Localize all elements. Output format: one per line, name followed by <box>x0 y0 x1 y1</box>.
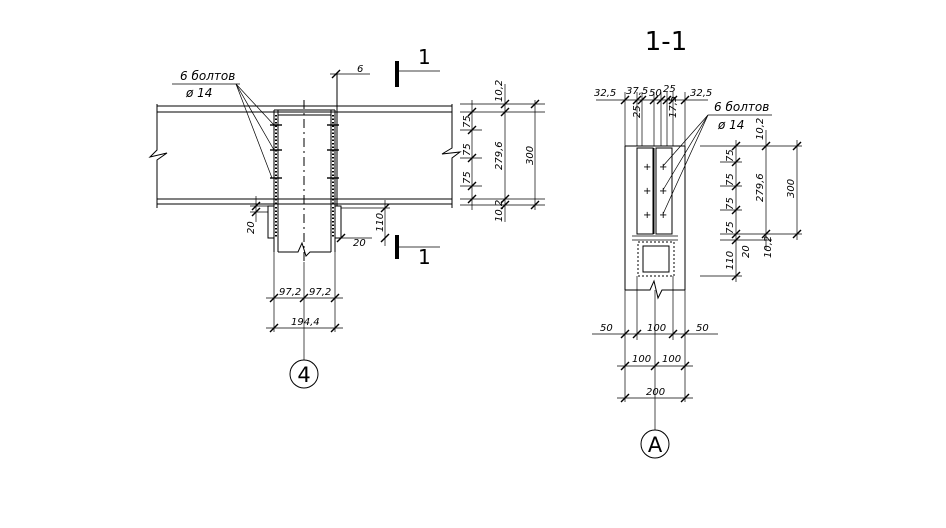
axis-bubble-left <box>289 359 319 389</box>
dim-stiff-20-right: 20 <box>353 238 366 249</box>
dim-r-75-b: 75 <box>725 173 736 186</box>
dim-r-20: 20 <box>741 245 752 258</box>
dim-r-75-d: 75 <box>725 221 736 234</box>
stiffener-section <box>637 241 675 277</box>
dim-r-110: 110 <box>725 251 736 270</box>
dim-b-50-a: 50 <box>600 323 613 334</box>
break-line-left <box>148 104 168 208</box>
right-view: 1-1 + + + + + + <box>592 27 802 459</box>
axis-label-right: А <box>648 433 663 457</box>
end-plate-right <box>655 147 673 235</box>
dim-r-279-6: 279,6 <box>755 173 766 202</box>
dim-r-75-a: 75 <box>725 149 736 162</box>
dim-75-a: 75 <box>462 115 473 128</box>
dim-r-75-c: 75 <box>725 197 736 210</box>
end-plate-left <box>636 147 654 235</box>
dim-r-10-2-top: 10,2 <box>755 118 766 140</box>
dim-75-c: 75 <box>462 171 473 184</box>
bolts-right-diameter: ø 14 <box>717 118 744 132</box>
dim-97-2-a: 97,2 <box>279 287 301 298</box>
axis-label-left: 4 <box>297 363 310 387</box>
svg-text:+: + <box>643 162 651 173</box>
svg-text:+: + <box>643 210 651 221</box>
dim-gap-top: 6 <box>357 64 363 75</box>
section-title: 1-1 <box>645 27 687 57</box>
dim-stiff-110: 110 <box>375 213 386 232</box>
dim-b-100-top: 100 <box>647 323 666 334</box>
dim-10-2-top: 10,2 <box>494 80 505 102</box>
axis-bubble-right <box>640 429 670 459</box>
dim-b-50-b: 50 <box>696 323 709 334</box>
svg-text:+: + <box>659 186 667 197</box>
dim-75-b: 75 <box>462 143 473 156</box>
dim-279-6: 279,6 <box>494 141 505 170</box>
bolts-right-count: 6 болтов <box>714 100 769 114</box>
bolts-left-count: 6 болтов <box>180 69 235 83</box>
bolts-left-diameter: ø 14 <box>185 86 212 100</box>
dim-b-100-a: 100 <box>632 354 651 365</box>
column-left <box>273 100 336 262</box>
dim-top-32-5-b: 32,5 <box>690 88 712 99</box>
dim-top-37-5: 37,5 <box>626 86 648 97</box>
svg-text:+: + <box>643 186 651 197</box>
bolts-right: + + + + + + <box>643 162 667 221</box>
stiffener-right <box>334 205 342 239</box>
dim-97-2-b: 97,2 <box>309 287 331 298</box>
dim-194-4: 194,4 <box>291 317 320 328</box>
dim-top-50: 50 <box>649 88 662 99</box>
svg-text:+: + <box>659 210 667 221</box>
dim-b-100-b: 100 <box>662 354 681 365</box>
section-mark-top: 1 <box>418 45 431 69</box>
dim-top-25-low: 25 <box>632 105 643 118</box>
dim-r-10-2-bot: 10,2 <box>763 236 774 258</box>
left-view: 6 1 1 6 болтов ø 14 <box>148 45 545 389</box>
dim-10-2-bot: 10,2 <box>494 200 505 222</box>
break-line-right <box>441 104 462 208</box>
dim-top-32-5-a: 32,5 <box>594 88 616 99</box>
dim-top-17-5: 17,5 <box>668 96 679 118</box>
dim-b-200: 200 <box>646 387 665 398</box>
dim-top-25: 25 <box>663 84 676 95</box>
dim-r-300: 300 <box>786 179 797 198</box>
section-mark-bottom: 1 <box>418 245 431 269</box>
dim-stiff-20-left: 20 <box>246 221 257 234</box>
dim-300: 300 <box>525 146 536 165</box>
stiffener-left <box>267 205 275 239</box>
svg-text:+: + <box>659 162 667 173</box>
